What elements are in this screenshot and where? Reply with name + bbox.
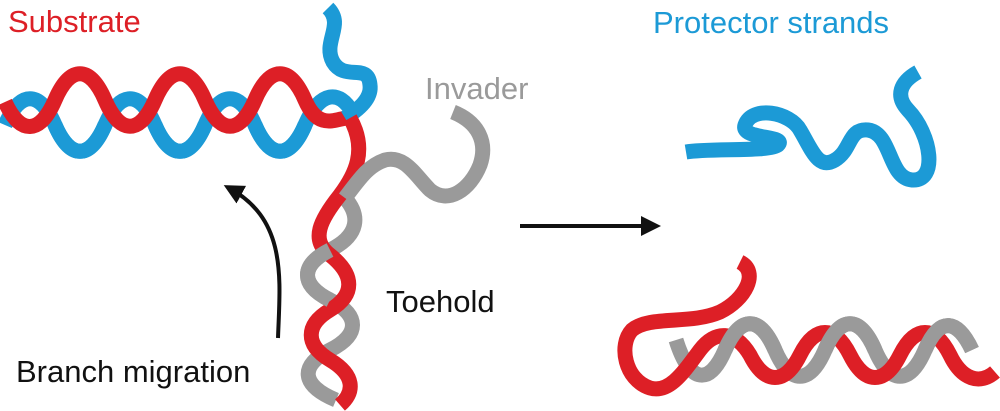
released-protector-strand [684,65,937,188]
invader-strand-vertical-helix [300,193,363,407]
branch-migration-label: Branch migration [16,354,251,389]
substrate-label: Substrate [8,4,141,39]
product-invader-weave [718,316,979,354]
toehold-label: Toehold [386,284,495,319]
vertical-duplex [300,114,367,411]
protector-strand-left-weave [48,121,312,159]
product-invader-helix [668,316,979,384]
branch-migration-arrow [223,185,282,339]
left-duplex [0,66,359,159]
protector-strands-label: Protector strands [653,5,890,40]
invader-label: Invader [425,71,529,106]
substrate-strand-left-helix [0,66,354,134]
product-substrate-helix [617,255,1000,397]
protector-strand-top-tail [322,2,378,125]
invader-strand-vertical-weave [300,243,334,307]
invader-strand-tail [338,105,491,204]
product-duplex [617,255,1000,397]
